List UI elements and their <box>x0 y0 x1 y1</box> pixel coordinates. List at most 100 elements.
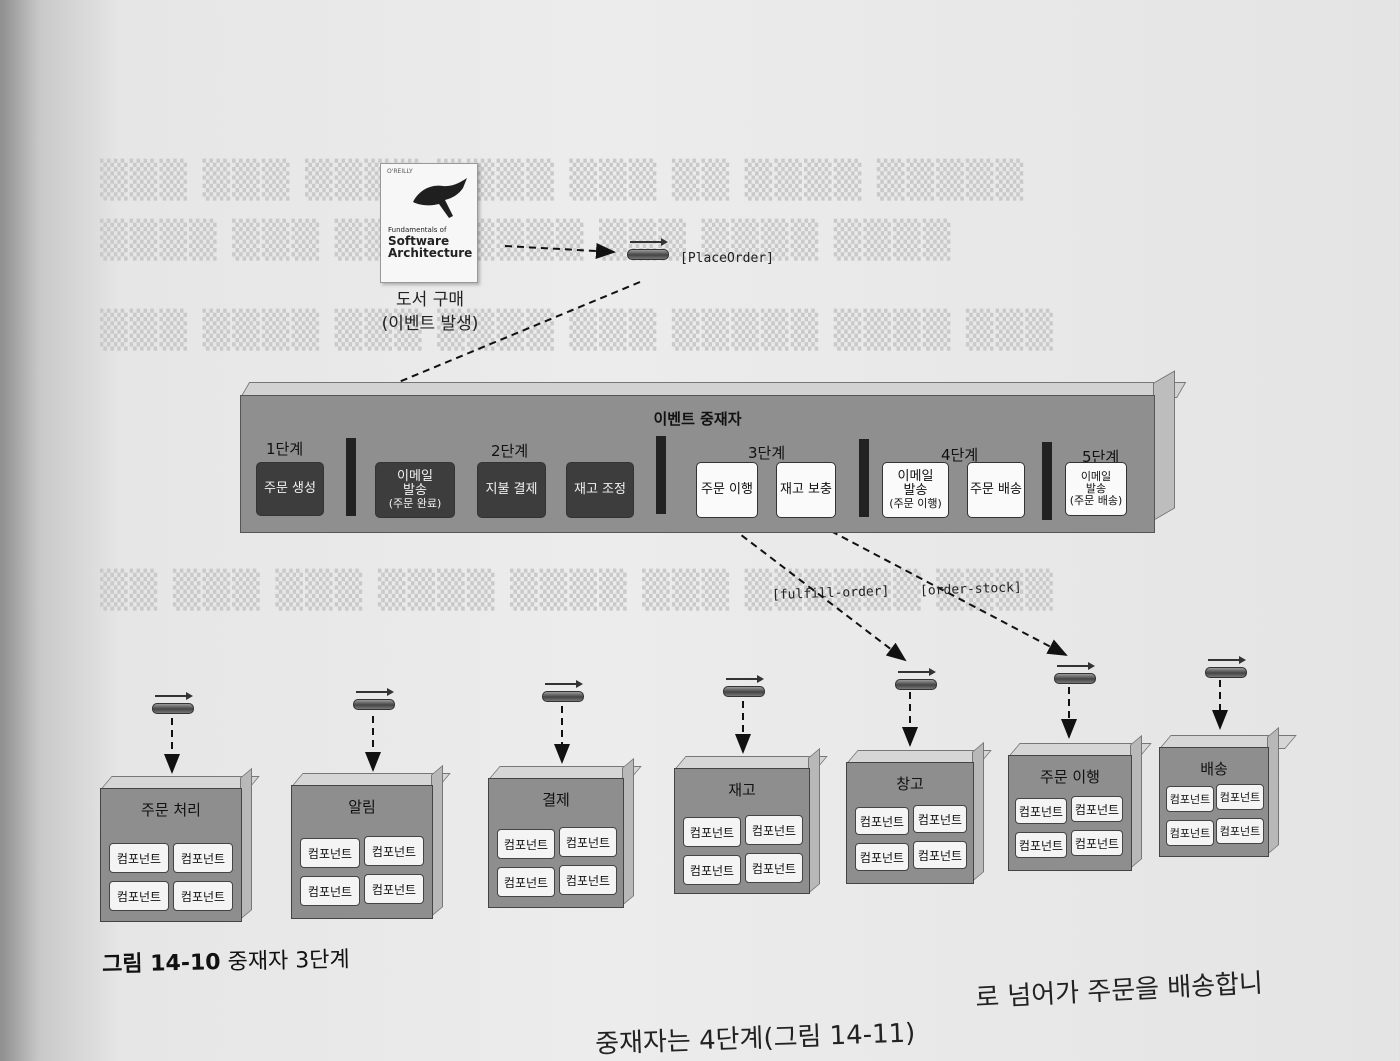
component-box: 컴포넌트 <box>559 865 617 895</box>
component-box: 컴포넌트 <box>1071 796 1123 822</box>
service-payment: 결제 컴포넌트 컴포넌트 컴포넌트 컴포넌트 <box>488 778 624 908</box>
component-box: 컴포넌트 <box>1216 818 1264 844</box>
step-email-shipped: 이메일 발송 (주문 배송) <box>1065 462 1127 516</box>
book-caption: 도서 구매 (이벤트 발생) <box>370 288 490 336</box>
step-sublabel: (주문 완료) <box>388 497 442 510</box>
step-sublabel: (주문 이행) <box>889 497 942 510</box>
component-box: 컴포넌트 <box>913 805 967 833</box>
component-box: 컴포넌트 <box>1071 830 1123 856</box>
stage-divider <box>656 436 666 514</box>
step-label: 이메일 <box>1080 470 1112 483</box>
stage-divider <box>859 439 869 517</box>
step-label: 주문 이행 <box>701 482 753 497</box>
event-channel-icon <box>895 668 937 690</box>
step-adjust-inventory: 재고 조정 <box>566 462 634 518</box>
stage-label-5: 5단계 <box>1082 448 1120 466</box>
event-channel-icon <box>1205 656 1247 678</box>
component-box: 컴포넌트 <box>1166 786 1214 812</box>
ghost-text: ▒▒▒ ▒▒▒▒ ▒▒▒ ▒▒▒▒ ▒▒▒ ▒▒▒▒▒ ▒▒▒▒ ▒▒▒ <box>100 310 1055 351</box>
component-box: 컴포넌트 <box>683 855 741 885</box>
component-box: 컴포넌트 <box>1015 798 1067 824</box>
book-subtitle: Fundamentals of <box>388 226 447 234</box>
step-sublabel: (주문 배송) <box>1069 494 1123 507</box>
step-fulfill-order: 주문 이행 <box>696 462 758 518</box>
service-title: 배송 <box>1200 760 1228 778</box>
stage-label-2: 2단계 <box>491 442 529 460</box>
service-order-fulfillment: 주문 이행 컴포넌트 컴포넌트 컴포넌트 컴포넌트 <box>1008 755 1132 871</box>
mediator-box-side <box>1153 370 1175 521</box>
service-warehouse: 창고 컴포넌트 컴포넌트 컴포넌트 컴포넌트 <box>846 762 974 884</box>
book-publisher: O'REILLY <box>387 168 413 175</box>
component-box: 컴포넌트 <box>559 827 617 857</box>
event-mediator: 이벤트 중재자 1단계 2단계 3단계 4단계 5단계 주문 생성 이메일 발송… <box>240 395 1155 533</box>
step-label: 지불 결제 <box>485 482 538 497</box>
ghost-text: ▒▒ ▒▒▒ ▒▒▒ ▒▒▒▒ ▒▒▒▒ ▒▒▒ ▒▒▒▒▒▒ ▒▒▒▒ <box>100 570 1055 611</box>
service-shipping: 배송 컴포넌트 컴포넌트 컴포넌트 컴포넌트 <box>1159 747 1269 857</box>
component-box: 컴포넌트 <box>497 829 555 859</box>
step-label: 주문 생성 <box>264 481 316 496</box>
service-title: 주문 이행 <box>1040 768 1100 786</box>
service-inventory: 재고 컴포넌트 컴포넌트 컴포넌트 컴포넌트 <box>674 768 810 894</box>
step-label: 발송 <box>1085 482 1107 495</box>
component-box: 컴포넌트 <box>109 881 169 911</box>
service-title: 재고 <box>728 781 756 799</box>
event-channel-icon <box>1054 662 1096 684</box>
component-box: 컴포넌트 <box>745 815 803 845</box>
figure-number: 그림 14-10 <box>101 950 221 978</box>
step-label: 이메일 <box>897 469 934 484</box>
step-payment: 지불 결제 <box>477 462 546 518</box>
step-label: 재고 조정 <box>574 482 626 497</box>
service-title: 결제 <box>542 791 570 809</box>
step-label: 발송 <box>903 483 928 498</box>
step-label: 재고 보충 <box>780 482 832 497</box>
component-box: 컴포넌트 <box>173 843 233 873</box>
component-box: 컴포넌트 <box>300 876 360 906</box>
place-order-label: [PlaceOrder] <box>680 251 774 266</box>
book-cover-image: O'REILLY Fundamentals of Software Archit… <box>380 163 478 283</box>
service-title: 주문 처리 <box>141 801 201 819</box>
service-notification: 알림 컴포넌트 컴포넌트 컴포넌트 컴포넌트 <box>291 785 433 919</box>
step-label: 주문 배송 <box>970 482 1022 497</box>
component-box: 컴포넌트 <box>1166 820 1214 846</box>
step-label: 이메일 <box>397 469 433 484</box>
component-box: 컴포넌트 <box>683 817 741 847</box>
event-channel-icon <box>542 680 584 702</box>
component-box: 컴포넌트 <box>855 843 909 871</box>
step-ship-order: 주문 배송 <box>967 462 1025 518</box>
book-caption-line2: (이벤트 발생) <box>381 314 479 334</box>
event-channel-icon <box>627 238 669 260</box>
step-restock: 재고 보충 <box>776 462 836 518</box>
component-box: 컴포넌트 <box>913 841 967 869</box>
body-text-line: 중재자는 4단계(그림 14-11) <box>594 1018 916 1060</box>
service-title: 창고 <box>896 775 924 793</box>
book-caption-line1: 도서 구매 <box>396 290 464 310</box>
ghost-text: ▒▒▒ ▒▒▒ ▒▒▒▒ ▒▒▒▒ ▒▒▒ ▒▒ ▒▒▒▒ ▒▒▒▒▒ <box>100 160 1026 201</box>
step-label: 발송 <box>403 483 427 498</box>
component-box: 컴포넌트 <box>1015 832 1067 858</box>
component-box: 컴포넌트 <box>497 867 555 897</box>
component-box: 컴포넌트 <box>1216 784 1264 810</box>
component-box: 컴포넌트 <box>855 807 909 835</box>
component-box: 컴포넌트 <box>109 843 169 873</box>
step-email-fulfill: 이메일 발송 (주문 이행) <box>882 462 949 518</box>
component-box: 컴포넌트 <box>745 853 803 883</box>
bird-illustration-icon <box>413 178 467 218</box>
stage-divider <box>1042 442 1052 520</box>
component-box: 컴포넌트 <box>300 838 360 868</box>
stage-label-3: 3단계 <box>748 444 786 462</box>
ghost-text: ▒▒▒▒ ▒▒▒ ▒▒▒ ▒▒▒▒▒ ▒▒▒ ▒▒▒▒ ▒▒▒▒ <box>100 220 953 261</box>
stage-label-4: 4단계 <box>941 446 979 464</box>
book-title: Software Architecture <box>388 234 473 260</box>
service-order-processing: 주문 처리 컴포넌트 컴포넌트 컴포넌트 컴포넌트 <box>100 788 242 922</box>
figure-title: 중재자 3단계 <box>227 947 351 975</box>
event-channel-icon <box>152 692 194 714</box>
service-title: 알림 <box>348 798 376 816</box>
mediator-title: 이벤트 중재자 <box>653 410 742 428</box>
step-email-order-complete: 이메일 발송 (주문 완료) <box>375 462 455 518</box>
event-channel-icon <box>353 688 395 710</box>
body-text-line: 로 넘어가 주문을 배송합니 <box>974 968 1264 1014</box>
stage-label-1: 1단계 <box>266 440 304 458</box>
component-box: 컴포넌트 <box>364 836 424 866</box>
event-channel-icon <box>723 675 765 697</box>
component-box: 컴포넌트 <box>173 881 233 911</box>
